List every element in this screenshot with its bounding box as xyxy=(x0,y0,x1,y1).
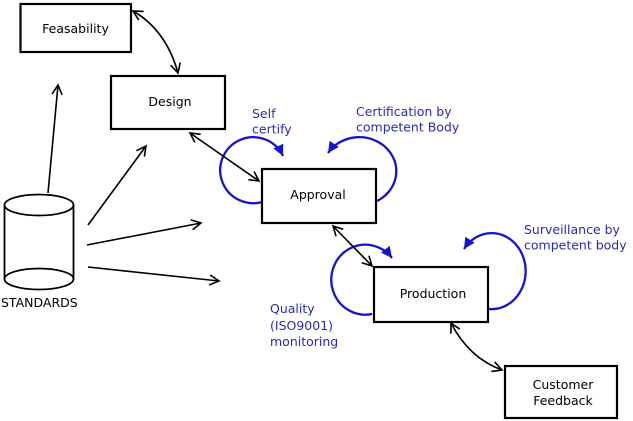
arrow-standards-feasability xyxy=(47,83,63,194)
node-label-production: Production xyxy=(400,286,467,301)
cylinder-bottom-ellipse xyxy=(3,267,75,291)
node-production xyxy=(372,265,490,324)
node-customer-feedback xyxy=(503,364,619,420)
loop-quality-iso9001-monitoring xyxy=(330,243,393,316)
node-feasability xyxy=(19,2,133,54)
arrow-standards-approval xyxy=(86,219,203,246)
node-label-design: Design xyxy=(148,94,191,109)
arrow-production-customer-feedback xyxy=(450,321,504,373)
loop-surveillance-competent-body xyxy=(463,231,527,311)
node-approval xyxy=(260,167,378,225)
node-label-customer-line2: Feedback xyxy=(533,393,593,408)
cylinder-top-ellipse xyxy=(3,193,75,217)
annotation-self-certify-line1: Self xyxy=(252,106,276,121)
annotation-surveillance-line2: competent body xyxy=(524,238,627,253)
arrow-approval-production xyxy=(331,224,374,268)
annotation-certification-line1: Certification by xyxy=(356,104,452,119)
node-label-feasability: Feasability xyxy=(42,21,109,36)
annotation-quality-line2: (ISO9001) xyxy=(270,318,333,333)
annotation-self-certify-line2: certify xyxy=(252,122,292,137)
standards-label: STANDARDS xyxy=(1,295,78,310)
arrow-standards-production xyxy=(87,266,221,286)
node-design xyxy=(109,74,227,131)
annotation-certification-line2: competent Body xyxy=(356,120,460,135)
standards-cylinder xyxy=(3,193,75,291)
arrow-design-approval xyxy=(188,132,261,182)
annotation-surveillance-line1: Surveillance by xyxy=(524,222,621,237)
annotation-quality-line3: monitoring xyxy=(270,334,338,349)
arrow-feasability-design xyxy=(131,10,182,75)
node-label-customer-line1: Customer xyxy=(533,377,595,392)
annotation-quality-line1: Quality xyxy=(270,301,315,316)
node-label-approval: Approval xyxy=(290,187,345,202)
loop-certification-competent-body xyxy=(327,136,398,203)
arrow-standards-design xyxy=(87,144,148,226)
